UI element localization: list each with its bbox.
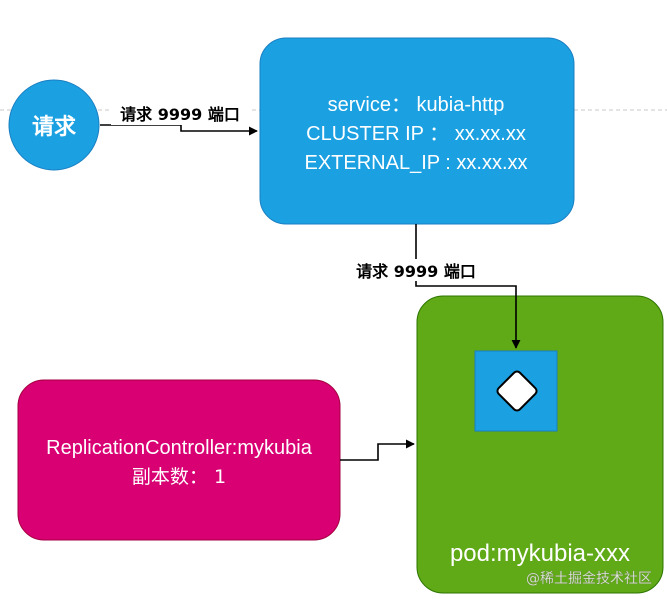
request-label: 请求 xyxy=(32,114,76,140)
edge-rc-to-pod-line xyxy=(340,439,415,461)
rc-box xyxy=(17,379,341,541)
edge-request-to-service: 请求 9999 端口 xyxy=(100,103,258,136)
service-box xyxy=(259,37,575,225)
container-node[interactable] xyxy=(474,350,558,432)
watermark-text: @稀土掘金技术社区 xyxy=(526,571,652,587)
edge-request-to-service-label: 请求 9999 端口 xyxy=(120,105,240,124)
edge-service-label-bg xyxy=(347,259,486,281)
service-name-text: service： kubia-http xyxy=(328,94,505,116)
edge-request-to-service-line xyxy=(100,124,258,136)
rc-replicas-text: 副本数： 1 xyxy=(132,466,226,488)
service-cluster-ip-text: CLUSTER IP ： xx.xx.xx xyxy=(306,123,526,145)
edge-service-to-pod-label: 请求 9999 端口 xyxy=(356,262,476,281)
request-node[interactable]: 请求 xyxy=(8,79,100,171)
pod-label: pod:mykubia-xxx xyxy=(450,540,630,567)
edge-request-label-bg xyxy=(111,103,250,125)
diamond-icon xyxy=(496,370,538,412)
replication-controller-node[interactable]: ReplicationController:mykubia 副本数： 1 xyxy=(17,379,341,541)
edge-service-to-pod-line xyxy=(415,224,521,349)
service-node[interactable]: service： kubia-http CLUSTER IP ： xx.xx.x… xyxy=(259,37,575,225)
pod-node[interactable]: pod:mykubia-xxx xyxy=(416,295,664,594)
edge-service-to-pod: 请求 9999 端口 xyxy=(347,224,521,349)
service-external-ip-text: EXTERNAL_IP : xx.xx.xx xyxy=(304,152,527,174)
request-circle xyxy=(8,79,100,171)
rc-name-text: ReplicationController:mykubia xyxy=(46,437,313,459)
